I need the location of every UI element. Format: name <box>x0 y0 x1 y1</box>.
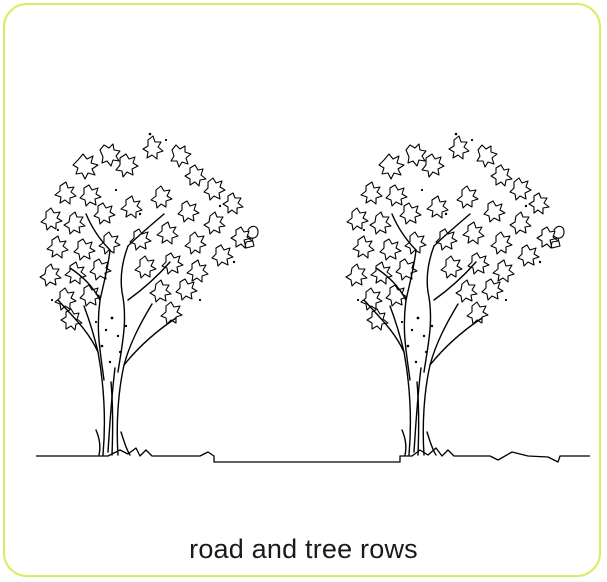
caption-text: road and tree rows <box>189 534 418 564</box>
left-tree-icon <box>39 131 259 456</box>
ground-road-line <box>36 447 590 463</box>
right-tree-icon <box>345 131 565 456</box>
